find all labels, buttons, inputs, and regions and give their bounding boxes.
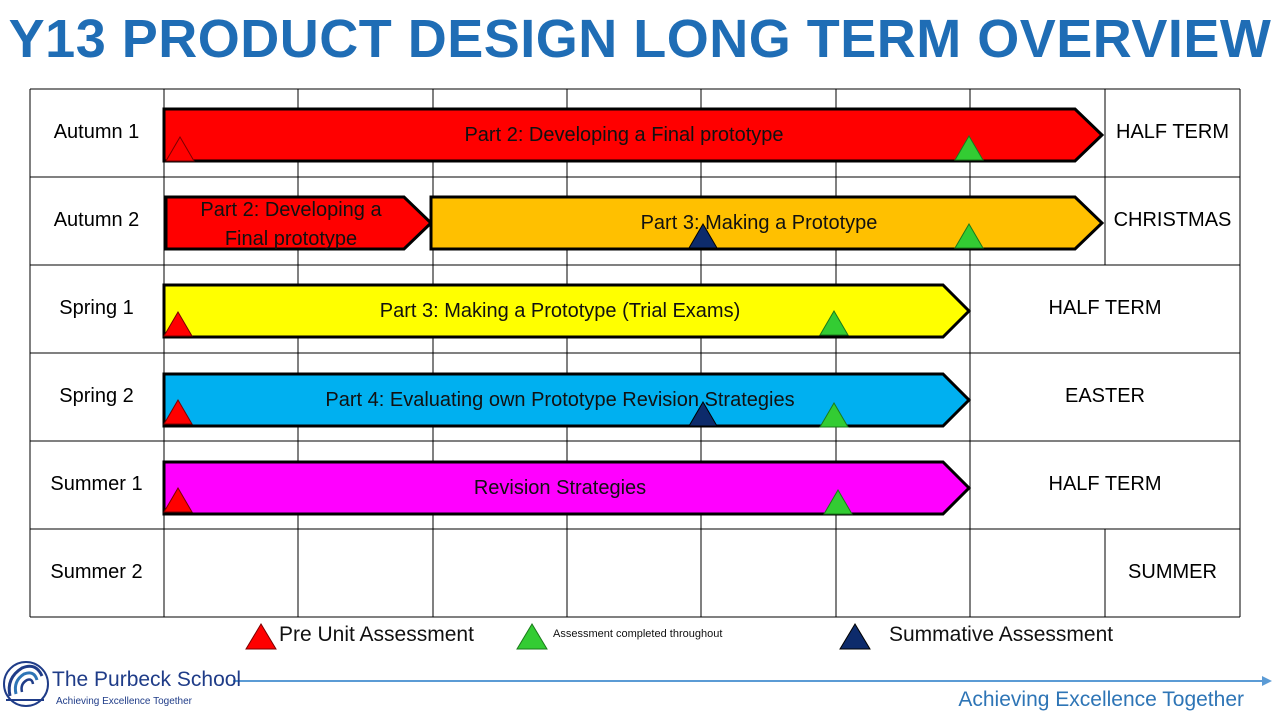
row-label-spring1: Spring 1 [59,297,134,319]
throughout-marker [954,223,984,249]
unit-arrow-autumn2b [429,195,1105,251]
school-logo-icon [3,661,49,707]
throughout-marker [823,489,853,515]
unit-arrow-summer1 [162,460,972,516]
row-label-summer2: Summer 2 [50,561,143,583]
unit-label-autumn2b: Part 3: Making a Prototype [640,212,878,234]
unit-label-autumn2a-line2: Final prototype [224,228,358,250]
page-title: Y13 PRODUCT DESIGN LONG TERM OVERVIEW [8,9,1272,69]
school-motto: Achieving Excellence Together [56,696,193,707]
row-label-autumn2: Autumn 2 [53,209,140,231]
throughout-marker [954,135,984,161]
unit-label-autumn2a-line1: Part 2: Developing a [200,199,382,221]
unit-arrow-autumn1 [162,107,1105,163]
unit-arrow-autumn2a [164,195,434,251]
footer-tagline: Achieving Excellence Together [958,688,1244,711]
unit-label-spring1: Part 3: Making a Prototype (Trial Exams) [379,300,741,322]
break-label-autumn1: HALF TERM [1116,121,1229,143]
legend-summative-icon [839,623,871,650]
school-name: The Purbeck School [52,668,242,691]
break-label-autumn2: CHRISTMAS [1113,209,1232,231]
pre-unit-marker [165,136,195,162]
unit-label-spring2: Part 4: Evaluating own Prototype Revisio… [325,389,795,411]
legend-pre-unit-icon [245,623,277,650]
legend-pre-unit-label: Pre Unit Assessment [279,623,474,646]
break-label-summer2: SUMMER [1128,561,1217,583]
break-label-spring1: HALF TERM [1048,297,1162,319]
legend-throughout-icon [516,623,548,650]
row-label-spring2: Spring 2 [59,385,134,407]
break-label-summer1: HALF TERM [1048,473,1162,495]
pre-unit-marker [163,487,193,513]
unit-arrow-spring2 [162,372,972,428]
throughout-marker [819,402,849,428]
throughout-marker [819,310,849,336]
unit-label-autumn1: Part 2: Developing a Final prototype [464,124,784,146]
break-label-spring2: EASTER [1064,385,1146,407]
summative-marker [688,223,718,249]
legend-summative-label: Summative Assessment [889,623,1114,646]
legend-throughout-label: Assessment completed throughout [553,628,723,640]
row-label-autumn1: Autumn 1 [53,121,140,143]
summative-marker [688,401,718,427]
pre-unit-marker [163,399,193,425]
pre-unit-marker [163,311,193,337]
unit-label-summer1: Revision Strategies [473,477,647,499]
unit-arrow-spring1 [162,283,972,339]
row-label-summer1: Summer 1 [50,473,143,495]
